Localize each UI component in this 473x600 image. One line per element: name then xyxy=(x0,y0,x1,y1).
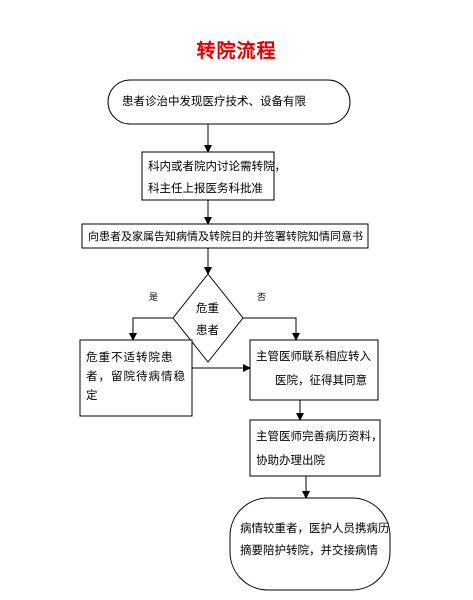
yes-label: 是 xyxy=(149,293,159,303)
arrow-decision-no xyxy=(243,317,300,341)
dept-box-line2: 科主任上报医务科批准 xyxy=(148,181,263,195)
dept-box-line1: 科内或者院内讨论需转院， xyxy=(148,159,286,173)
arrow-decision-yes xyxy=(129,317,173,341)
decision-text-line2: 患者 xyxy=(196,323,219,337)
no-label: 否 xyxy=(257,293,267,303)
right-box-shape xyxy=(249,339,379,401)
end-node-line2: 摘要陪护转院，并交接病情 xyxy=(240,543,378,557)
decision-text-line1: 危重 xyxy=(196,301,219,315)
inform-box-shape xyxy=(81,223,369,249)
left-box-text: 危重不适转院患者，留院待病情稳定 xyxy=(86,350,186,402)
left-box-shape xyxy=(79,339,193,417)
inform-box-text: 向患者及家属告知病情及转院目的并签署转院知情同意书 xyxy=(88,230,363,243)
records-box-shape xyxy=(249,419,381,477)
start-node-shape xyxy=(107,79,351,125)
end-node-shape xyxy=(229,497,391,591)
dept-box-shape xyxy=(141,151,275,201)
records-box-line1: 主管医师完善病历资料， xyxy=(256,429,383,443)
right-box-line2: 医院，征得其同意 xyxy=(275,373,367,387)
records-box-line2: 协助办理出院 xyxy=(256,453,325,467)
start-node-text: 患者诊治中发现医疗技术、设备有限 xyxy=(122,94,306,108)
right-box-line1: 主管医师联系相应转入 xyxy=(256,349,371,363)
page-title: 转院流程 xyxy=(196,40,277,62)
end-node-line1: 病情较重者，医护人员携病历 xyxy=(240,521,390,535)
